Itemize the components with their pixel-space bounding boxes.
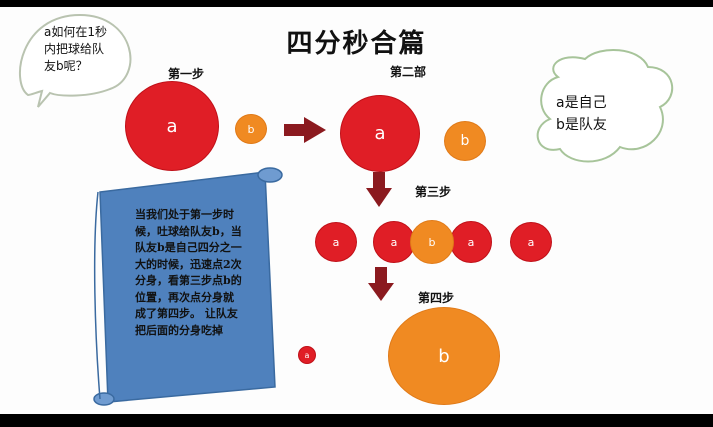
cloud-line: b是队友	[556, 117, 607, 133]
ball-label: a	[390, 235, 398, 249]
ball-b-large: b	[388, 307, 500, 405]
step3-label: 第三步	[415, 185, 452, 199]
ball-label: a	[166, 115, 178, 137]
ball-label: b	[460, 133, 470, 149]
cloud-line: a是自己	[556, 95, 607, 111]
speech-bubble-shape	[18, 13, 132, 108]
scroll-line: 大的时候，迅速点2次	[135, 257, 242, 271]
scroll-line: 候，吐球给队友b，当	[135, 224, 242, 238]
speech-line: a如何在1秒	[44, 25, 107, 39]
ball-label: b	[428, 235, 436, 249]
ball-a-large: a	[125, 81, 219, 171]
step2-label: 第二部	[390, 65, 427, 79]
scroll-line: 当我们处于第一步时	[135, 208, 234, 221]
arrow-right-icon	[284, 117, 326, 143]
scroll-shape	[93, 167, 283, 406]
speech-line: 友b呢？	[44, 59, 88, 73]
cloud-note-text: a是自己 b是队友	[556, 92, 607, 136]
ball-b-center: b	[410, 220, 454, 264]
scroll-note-text: 当我们处于第一步时 候，吐球给队友b，当 队友b是自己四分之一 大的时候，迅速点…	[135, 207, 242, 339]
ball-label: a	[467, 235, 475, 249]
decorations-layer	[18, 13, 674, 406]
ball-b-medium: b	[444, 121, 486, 161]
ball-a-medium: a	[340, 95, 420, 172]
page-title: 四分秒合篇	[286, 29, 427, 59]
speech-bubble-text: a如何在1秒 内把球给队 友b呢？	[44, 24, 107, 75]
ball-label: a	[374, 123, 386, 144]
ball-label: a	[332, 235, 340, 249]
speech-line: 内把球给队	[44, 42, 105, 56]
slide: a如何在1秒 内把球给队 友b呢？ 四分秒合篇 a是自己 b是队友 第一步 第二…	[0, 7, 713, 414]
ball-label: b	[438, 345, 450, 367]
arrow-down-icon	[368, 267, 394, 301]
ball-a-split: a	[373, 221, 415, 263]
ball-label: a	[304, 350, 310, 360]
ball-a-split: a	[510, 222, 552, 262]
arrow-down-icon	[366, 172, 392, 207]
scroll-line: 分身，看第三步点b的	[135, 274, 242, 287]
scroll-line: 把后面的分身吃掉	[135, 323, 223, 337]
ball-label: a	[527, 235, 535, 249]
step4-label: 第四步	[418, 291, 455, 305]
scroll-line: 成了第四步。 让队友	[135, 307, 238, 320]
ball-b-small: b	[235, 114, 267, 144]
ball-a-tiny: a	[298, 346, 316, 364]
ball-a-split: a	[315, 222, 357, 262]
ball-a-split: a	[450, 221, 492, 263]
ball-label: b	[247, 122, 255, 136]
step1-label: 第一步	[168, 67, 205, 81]
scroll-line: 队友b是自己四分之一	[135, 241, 242, 254]
scroll-line: 位置，再次点分身就	[135, 290, 234, 304]
cloud-shape	[536, 49, 674, 163]
